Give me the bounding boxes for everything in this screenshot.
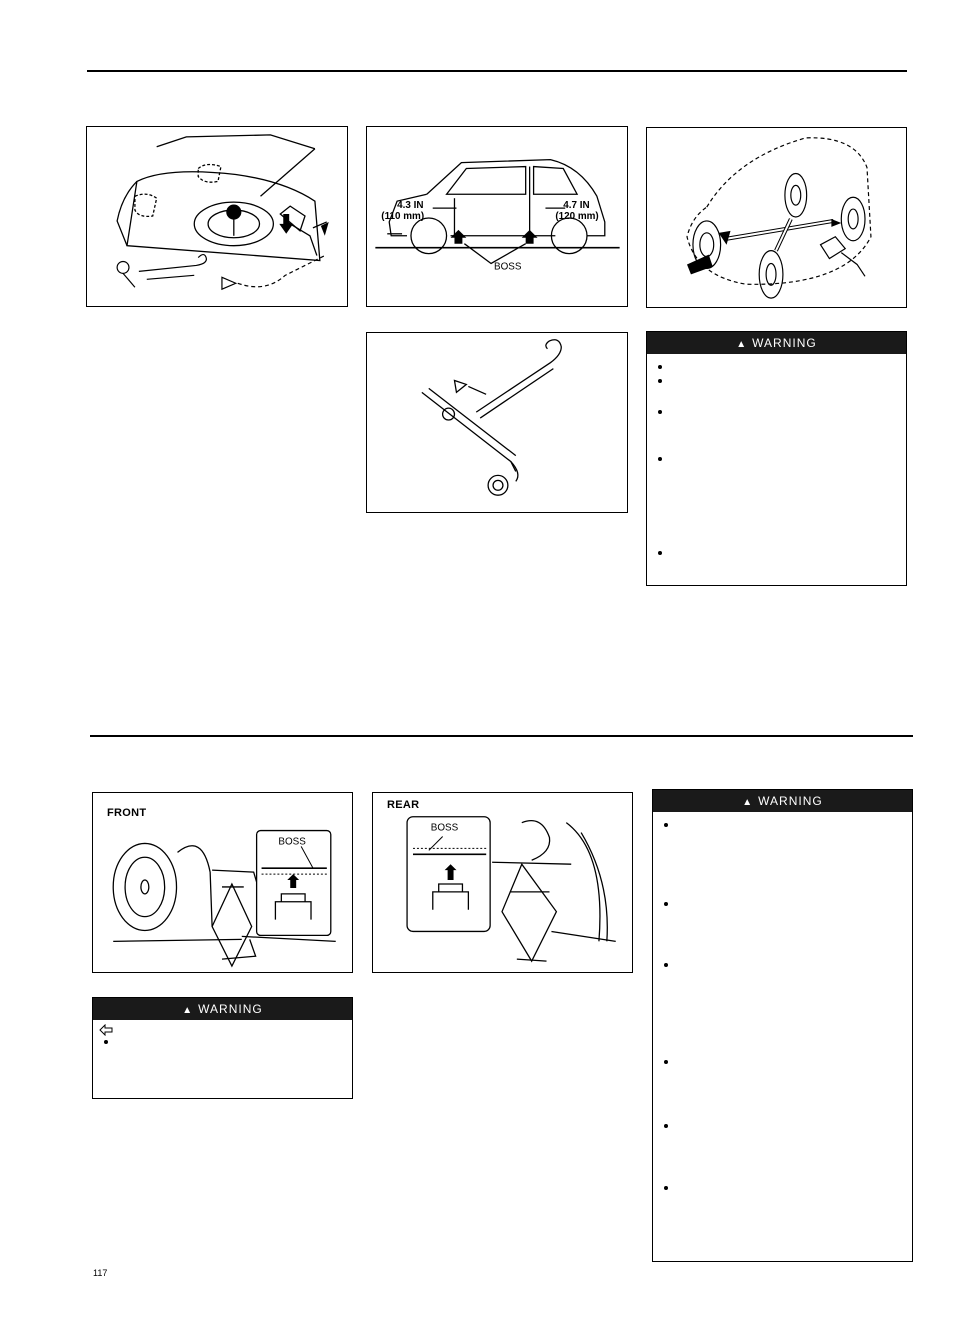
bullet (104, 1040, 108, 1044)
warning-box-bottom-right: ▲ WARNING (652, 789, 913, 1262)
jack-handle-assembly-illustration (421, 339, 562, 496)
bullet (664, 1186, 668, 1190)
figure-front-jack: FRONT BOSS (92, 792, 353, 973)
front-dim-inches: 4.3 IN (397, 200, 423, 211)
figure-jack-handle (366, 332, 628, 513)
bullet (664, 1124, 668, 1128)
figure-spare-tire-area (86, 126, 348, 307)
front-dim-mm: (110 mm) (381, 211, 424, 222)
arrow-left-icon (99, 1024, 113, 1036)
warning-box-bottom-left: ▲ WARNING (92, 997, 353, 1099)
boss-label: BOSS (431, 823, 459, 834)
figure-wheel-chock (646, 127, 907, 308)
section-rule-top (87, 70, 907, 72)
rear-dim-inches: 4.7 IN (563, 200, 589, 211)
bullet (658, 379, 662, 383)
bullet (664, 823, 668, 827)
car-side-jack-points-illustration: 4.3 IN (110 mm) 4.7 IN (120 mm) BOSS (375, 158, 620, 272)
bullet (658, 551, 662, 555)
wheel-chock-illustration (686, 137, 872, 299)
warning-header: ▲ WARNING (647, 332, 906, 354)
warning-triangle-icon: ▲ (736, 339, 748, 350)
front-label: FRONT (107, 807, 147, 819)
bullet (658, 457, 662, 461)
rear-jack-illustration: BOSS (406, 816, 616, 963)
warning-header: ▲ WARNING (653, 790, 912, 812)
section-rule-middle (90, 735, 913, 737)
page-number: 117 (93, 1268, 108, 1278)
rear-label: REAR (387, 799, 420, 811)
figure-jack-points: 4.3 IN (110 mm) 4.7 IN (120 mm) BOSS (366, 126, 628, 307)
bullet (658, 410, 662, 414)
spare-tire-illustration (116, 134, 329, 291)
warning-triangle-icon: ▲ (742, 797, 754, 808)
boss-label: BOSS (278, 836, 306, 847)
front-jack-illustration: BOSS (112, 829, 336, 968)
bullet (664, 1060, 668, 1064)
warning-title: WARNING (198, 1002, 263, 1016)
warning-header: ▲ WARNING (93, 998, 352, 1020)
bullet (664, 902, 668, 906)
bullet (664, 963, 668, 967)
warning-box-top: ▲ WARNING (646, 331, 907, 586)
boss-label: BOSS (494, 261, 522, 272)
figure-rear-jack: REAR BOSS (372, 792, 633, 973)
rear-dim-mm: (120 mm) (555, 211, 598, 222)
warning-title: WARNING (758, 794, 823, 808)
warning-title: WARNING (752, 336, 817, 350)
bullet (658, 365, 662, 369)
warning-triangle-icon: ▲ (182, 1005, 194, 1016)
